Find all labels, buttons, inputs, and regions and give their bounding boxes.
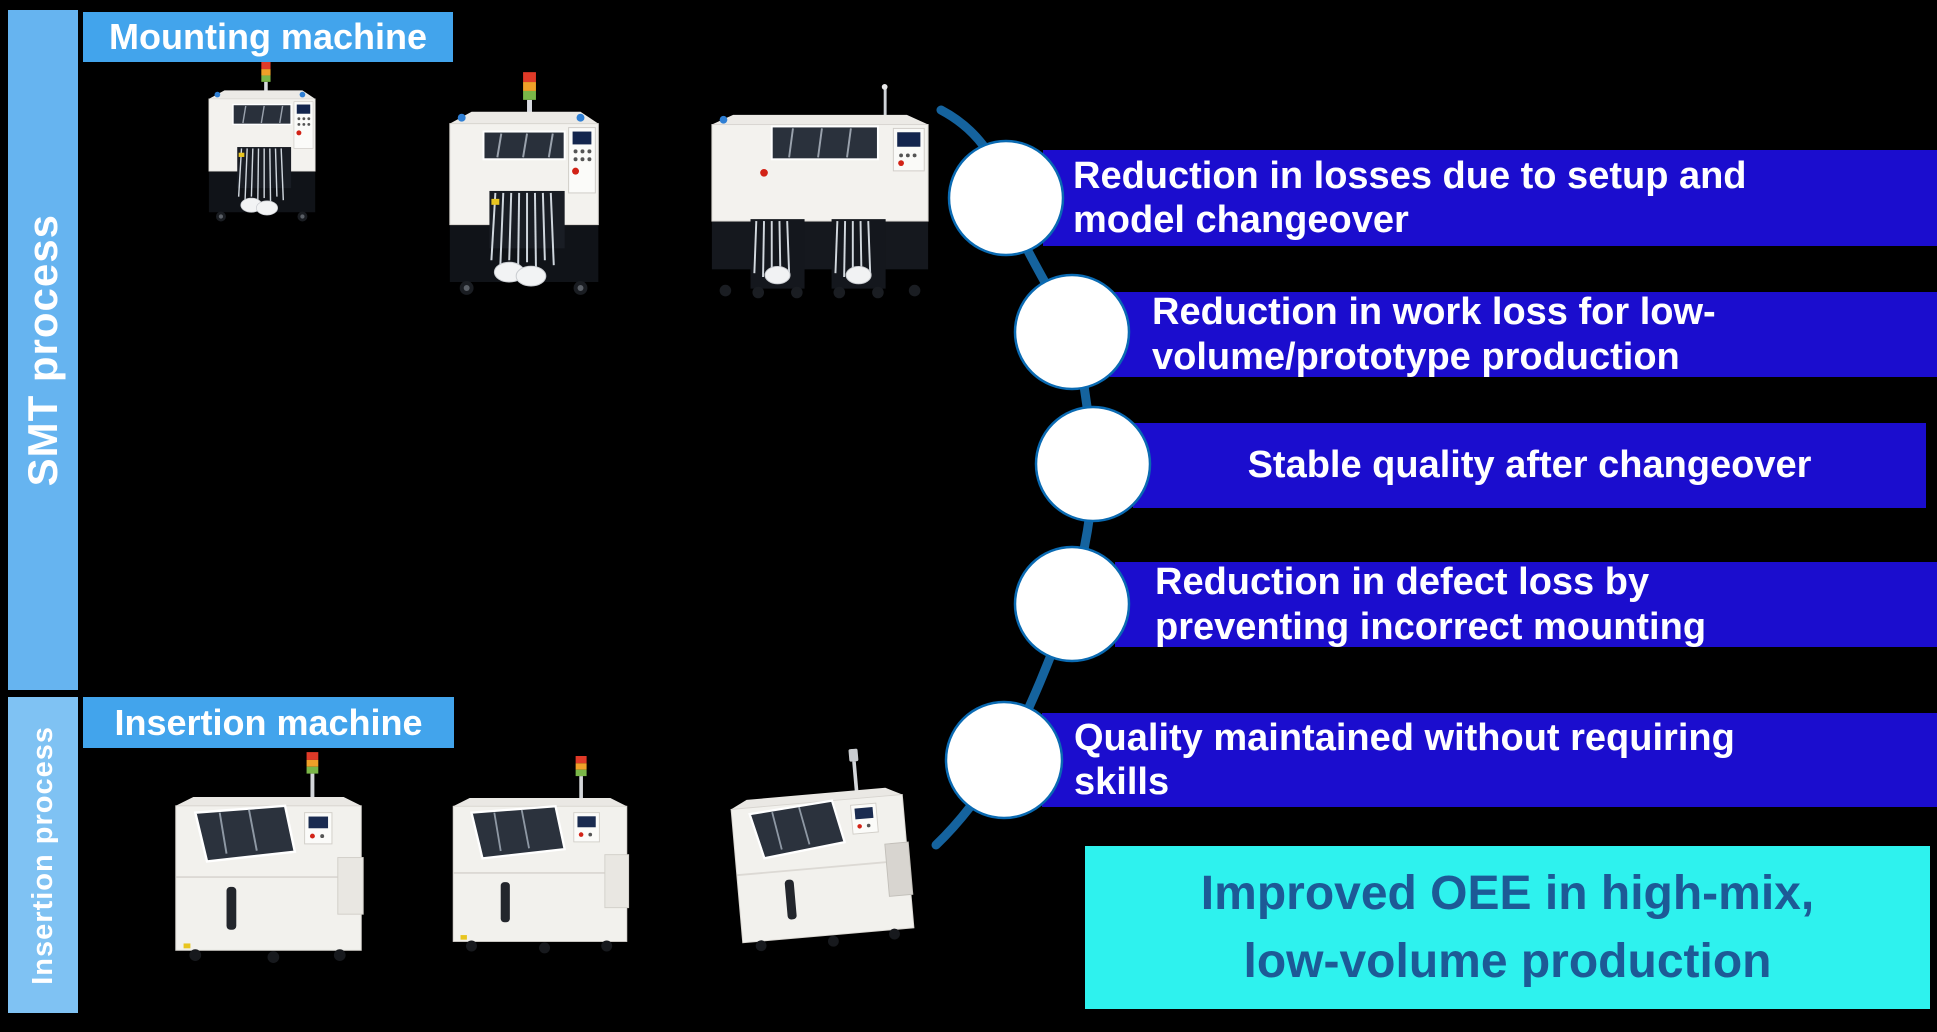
control-panel (304, 812, 333, 845)
machine-window (748, 799, 847, 860)
mounting-machine-photo-3 (711, 84, 929, 299)
flow-node-4 (1013, 545, 1131, 663)
mounting-machine-photo-1 (208, 62, 316, 222)
machine-window (470, 805, 567, 860)
benefit-banner-4: Reduction in defect loss by preventing i… (1115, 561, 1937, 648)
emergency-button-icon (296, 130, 302, 136)
benefit-text-4: Reduction in defect loss by preventing i… (1155, 561, 1707, 648)
benefit-banner-1: Reduction in losses due to setup and mod… (1043, 150, 1937, 246)
benefit-text-5: Quality maintained without requiring ski… (1074, 716, 1735, 803)
benefit-text-3: Stable quality after changeover (1247, 444, 1812, 487)
emergency-button-icon (857, 824, 862, 829)
machine-window (193, 804, 297, 863)
benefit-banner-5: Quality maintained without requiring ski… (1042, 713, 1937, 807)
side-unit (337, 857, 364, 915)
insertion-machine-photo-2 (452, 756, 630, 954)
emergency-button-icon (309, 833, 315, 839)
dome-light-icon (719, 115, 728, 124)
smt-process-label: SMT process (19, 213, 66, 487)
insertion-machine-label: Insertion machine (83, 697, 454, 748)
control-panel (573, 812, 600, 843)
dome-light-icon (299, 91, 306, 98)
insertion-machine-photo-3 (730, 748, 915, 952)
signal-tower-icon (848, 748, 860, 800)
result-text: Improved OEE in high-mix, low-volume pro… (1200, 867, 1815, 988)
benefit-text-2: Reduction in work loss for low- volume/p… (1152, 291, 1716, 378)
dome-light-icon (576, 113, 585, 122)
emergency-button-icon (578, 832, 584, 837)
insertion-process-sidebar: Insertion process (8, 697, 78, 1013)
control-panel (293, 101, 314, 149)
insertion-machine-label-text: Insertion machine (114, 701, 423, 743)
mounting-machine-label-text: Mounting machine (109, 16, 427, 57)
control-panel (568, 127, 596, 194)
machine-window (770, 125, 879, 161)
machine-window (232, 103, 292, 126)
feeder-bay (237, 147, 292, 216)
insertion-process-label: Insertion process (26, 725, 59, 985)
smt-process-sidebar: SMT process (8, 10, 78, 690)
feeder-bay (489, 190, 565, 287)
insertion-machine-photo-1 (175, 752, 364, 963)
control-panel (892, 127, 925, 172)
mounting-machine-label: Mounting machine (83, 12, 453, 62)
dome-light-icon (457, 113, 466, 122)
antenna-pole-icon (881, 84, 888, 127)
signal-tower-icon (306, 752, 319, 807)
dome-light-icon (214, 91, 221, 98)
side-unit (604, 854, 630, 909)
mounting-machine-photo-2 (449, 72, 599, 295)
feeder-cart-right (831, 219, 886, 299)
vent-slot (226, 886, 237, 930)
vent-slot (784, 879, 797, 920)
control-panel (850, 802, 879, 835)
benefit-banner-3: Stable quality after changeover (1133, 423, 1926, 508)
vent-slot (500, 882, 510, 923)
side-unit (884, 841, 914, 897)
emergency-button-icon (898, 160, 904, 167)
benefit-banner-2: Reduction in work loss for low- volume/p… (1110, 291, 1937, 378)
result-box: Improved OEE in high-mix, low-volume pro… (1085, 846, 1930, 1009)
emergency-button-icon (572, 167, 580, 175)
machine-window (482, 130, 566, 161)
feeder-cart-left (750, 219, 805, 299)
signal-tower-icon (575, 756, 587, 808)
benefit-text-1: Reduction in losses due to setup and mod… (1073, 154, 1747, 241)
